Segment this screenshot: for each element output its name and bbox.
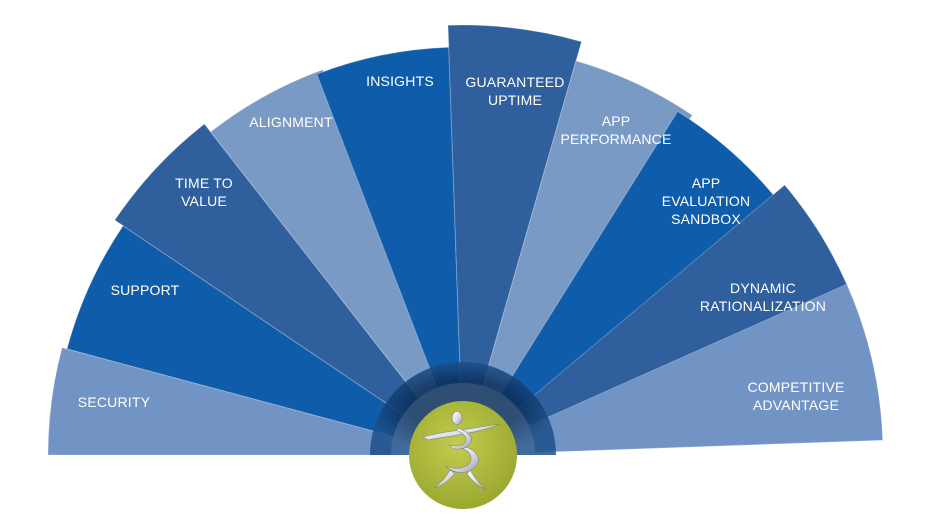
label-insights: INSIGHTS xyxy=(366,73,434,89)
label-line: VALUE xyxy=(181,193,227,209)
label-app-evaluation-sandbox: APP EVALUATION SANDBOX xyxy=(662,175,751,227)
label-line: DYNAMIC xyxy=(730,280,796,296)
label-line: GUARANTEED xyxy=(465,74,564,90)
label-line: SANDBOX xyxy=(671,211,741,227)
label-line: ADVANTAGE xyxy=(753,397,839,413)
label-line: SUPPORT xyxy=(111,282,180,298)
label-dynamic-rationalization: DYNAMIC RATIONALIZATION xyxy=(700,280,826,314)
label-line: SECURITY xyxy=(78,394,151,410)
label-guaranteed-uptime: GUARANTEED UPTIME xyxy=(465,74,564,108)
label-app-performance: APP PERFORMANCE xyxy=(560,113,671,147)
dancing-figure-logo-icon xyxy=(422,411,501,491)
label-line: ALIGNMENT xyxy=(249,114,333,130)
label-line: UPTIME xyxy=(488,92,542,108)
blade-labels: SECURITY SUPPORT TIME TO VALUE ALIGNMENT INSI… xyxy=(78,73,845,413)
hub xyxy=(370,362,556,509)
label-line: APP xyxy=(602,113,631,129)
label-competitive-advantage: COMPETITIVE ADVANTAGE xyxy=(747,379,844,413)
label-time-to-value: TIME TO VALUE xyxy=(175,175,233,209)
label-security: SECURITY xyxy=(78,394,151,410)
label-line: RATIONALIZATION xyxy=(700,298,826,314)
label-line: EVALUATION xyxy=(662,193,751,209)
label-alignment: ALIGNMENT xyxy=(249,114,333,130)
label-line: PERFORMANCE xyxy=(560,131,671,147)
hub-circle xyxy=(409,401,517,509)
label-line: TIME TO xyxy=(175,175,233,191)
label-line: COMPETITIVE xyxy=(747,379,844,395)
label-line: APP xyxy=(692,175,721,191)
label-line: INSIGHTS xyxy=(366,73,434,89)
fan-blades xyxy=(47,24,884,456)
label-support: SUPPORT xyxy=(111,282,180,298)
